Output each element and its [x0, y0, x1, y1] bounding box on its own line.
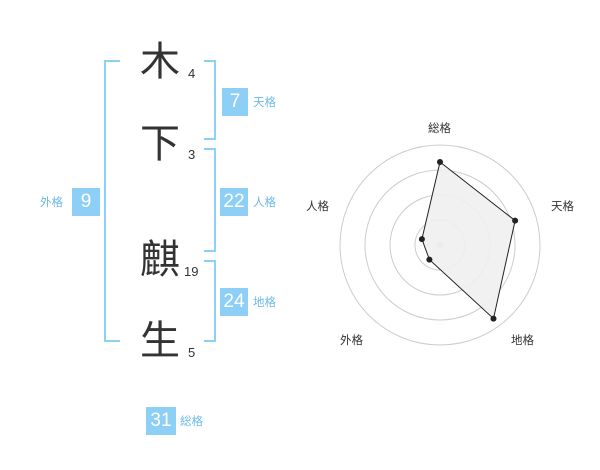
tenkaku-value: 7 — [222, 88, 248, 116]
radar-point-1 — [512, 217, 519, 224]
stroke-count-1: 4 — [188, 66, 196, 81]
radar-point-3 — [426, 256, 433, 263]
jinkaku-bracket — [204, 148, 216, 252]
radar-axis-label-2: 地格 — [511, 333, 534, 347]
radar-series-area — [421, 161, 516, 320]
radar-axis-label-4: 人格 — [306, 199, 329, 213]
radar-axis-label-1: 天格 — [551, 199, 574, 213]
stroke-count-4: 5 — [188, 345, 196, 360]
radar-axis-label-0: 総格 — [428, 121, 451, 135]
gaikaku-label: 外格 — [40, 195, 63, 209]
jinkaku-value: 22 — [220, 188, 248, 216]
stroke-count-2: 3 — [188, 147, 196, 162]
radar-point-4 — [418, 236, 425, 243]
name-char-4: 生 — [140, 318, 180, 364]
chikaku-value: 24 — [220, 288, 248, 316]
chikaku-bracket — [204, 260, 216, 342]
radar-point-2 — [490, 315, 497, 322]
soukaku-label: 総格 — [180, 414, 203, 428]
name-char-2: 下 — [140, 121, 180, 167]
tenkaku-label: 天格 — [253, 95, 276, 109]
radar-grid-ring-4 — [339, 144, 541, 346]
tenkaku-bracket — [204, 60, 216, 140]
radar-point-0 — [437, 159, 443, 165]
gaikaku-value: 9 — [72, 188, 100, 216]
name-char-1: 木 — [140, 39, 180, 85]
gaikaku-bracket — [104, 60, 120, 342]
jinkaku-label: 人格 — [253, 195, 276, 209]
name-char-3: 麒 — [140, 237, 180, 283]
radar-axis-label-3: 外格 — [340, 333, 363, 347]
chikaku-label: 地格 — [253, 295, 276, 309]
stroke-count-3: 19 — [184, 264, 199, 279]
soukaku-value: 31 — [146, 407, 176, 435]
